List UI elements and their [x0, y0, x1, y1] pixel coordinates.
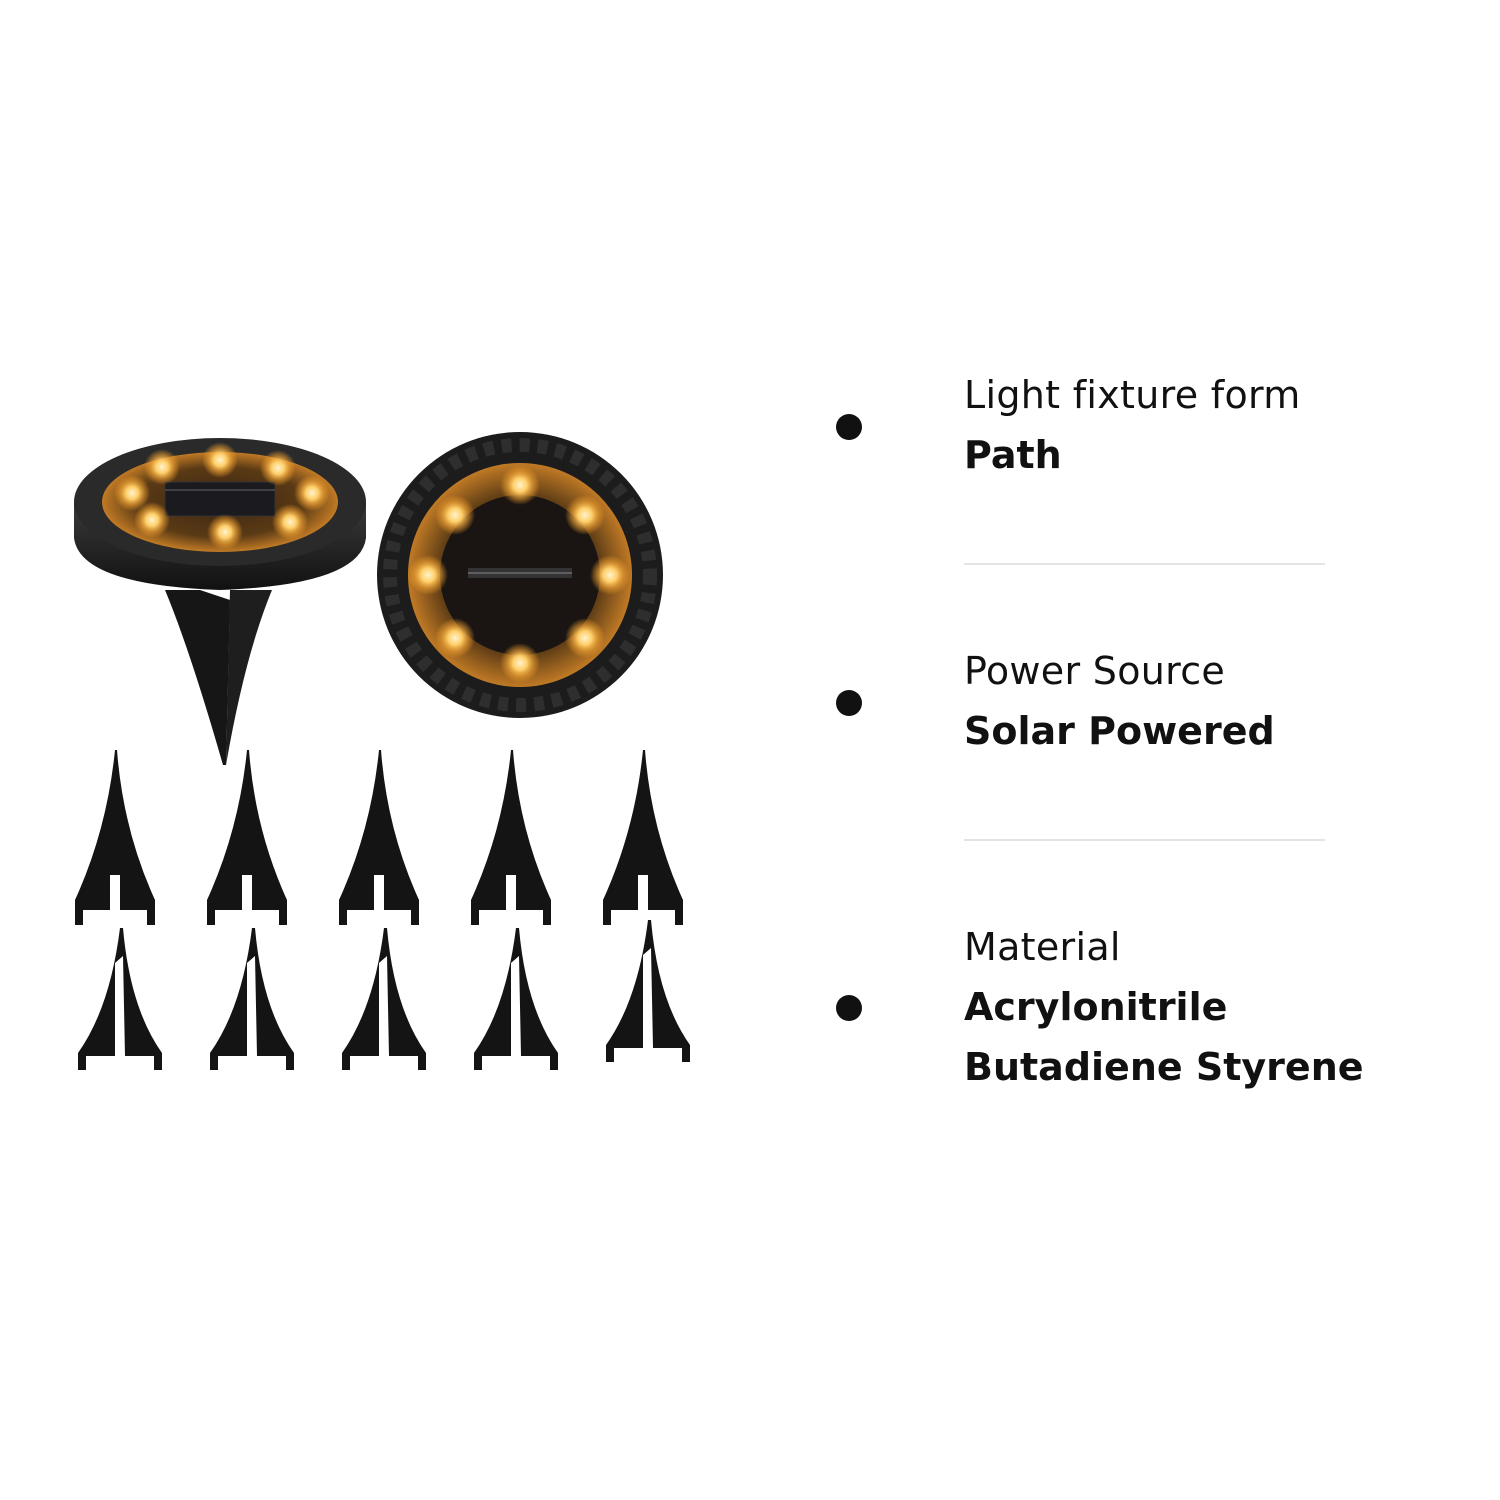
stake [210, 928, 294, 1070]
spec-label: Power Source [964, 649, 1226, 693]
solar-light-angled [74, 438, 366, 765]
divider [964, 563, 1325, 565]
stake [342, 928, 426, 1070]
bullet-icon [836, 414, 862, 440]
ground-stakes [75, 750, 690, 1070]
bullet-icon [836, 690, 862, 716]
stake [207, 750, 287, 925]
spec-value: Solar Powered [964, 709, 1275, 753]
spec-value: Acrylonitrile [964, 985, 1228, 1029]
stake [78, 928, 162, 1070]
solar-light-top-view [377, 432, 663, 718]
stake [339, 750, 419, 925]
spec-label: Material [964, 925, 1121, 969]
stake [474, 928, 558, 1070]
led-ring-angled [114, 442, 330, 550]
spec-fixture-form: Light fixture form Path [836, 365, 1436, 495]
spec-value: Path [964, 433, 1062, 477]
led-ring-top [408, 465, 630, 683]
spec-power-source: Power Source Solar Powered [836, 641, 1436, 771]
stake [606, 920, 690, 1062]
bullet-icon [836, 995, 862, 1021]
spec-material: Material Acrylonitrile Butadiene Styrene [836, 917, 1436, 1107]
stake [471, 750, 551, 925]
divider [964, 839, 1325, 841]
stake [75, 750, 155, 925]
spec-value: Butadiene Styrene [964, 1045, 1364, 1089]
spec-label: Light fixture form [964, 373, 1301, 417]
stake [603, 750, 683, 925]
product-image [74, 432, 690, 1070]
